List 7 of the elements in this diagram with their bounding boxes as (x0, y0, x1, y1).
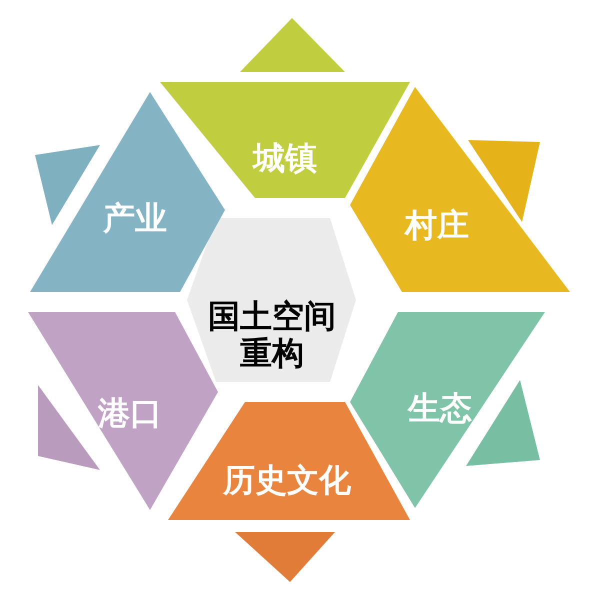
center-label: 国土空间重构 (207, 298, 337, 372)
segment-label: 产业 (102, 200, 168, 237)
segment-label: 城镇 (251, 140, 318, 177)
segment-label: 历史文化 (222, 462, 352, 499)
segment-label: 生态 (406, 390, 473, 427)
segment-label: 村庄 (403, 207, 470, 244)
segment-label: 港口 (96, 395, 163, 432)
